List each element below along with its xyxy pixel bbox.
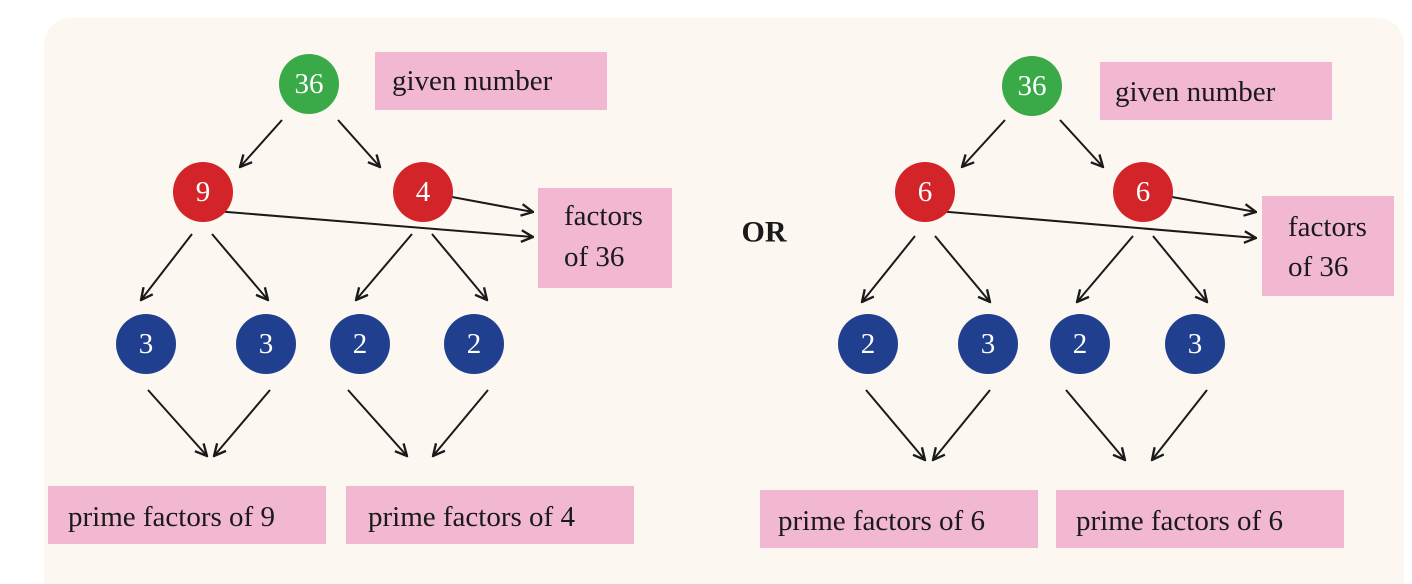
svg-text:4: 4 [416,176,431,208]
arrow [214,389,271,456]
arrow [356,233,413,300]
svg-text:3: 3 [139,328,154,360]
factor-node: 6 [895,162,955,222]
arrow [1065,389,1125,460]
svg-text:36: 36 [1018,70,1047,102]
svg-text:3: 3 [1188,328,1203,360]
svg-text:2: 2 [353,328,368,360]
arrow [240,119,283,167]
arrow [862,235,916,302]
arrow [865,389,925,460]
arrow [141,233,193,300]
prime-node: 2 [444,314,504,374]
prime-node: 3 [1165,314,1225,374]
svg-text:factors: factors [564,200,643,232]
svg-text:3: 3 [981,328,996,360]
svg-text:prime factors of 9: prime factors of 9 [68,501,275,533]
given-number-tag: given number [1100,62,1332,120]
root-node: 36 [279,54,339,114]
arrow [337,119,380,167]
factor-node: 4 [393,162,453,222]
svg-text:prime factors of 6: prime factors of 6 [1076,505,1283,537]
svg-text:given number: given number [1115,76,1276,108]
prime-factors-tag: prime factors of 6 [760,490,1038,548]
svg-text:6: 6 [1136,176,1151,208]
arrow [214,210,533,237]
factor-node: 6 [1113,162,1173,222]
arrow [211,233,268,300]
prime-node: 2 [838,314,898,374]
factors-tag: factors of 36 [538,188,672,288]
or-connector: OR [742,216,787,249]
svg-text:36: 36 [295,68,324,100]
factor-node: 9 [173,162,233,222]
svg-text:of 36: of 36 [1288,251,1348,283]
arrow [936,210,1256,238]
prime-factors-tag: prime factors of 6 [1056,490,1344,548]
prime-factors-tag: prime factors of 9 [48,486,326,544]
prime-factors-tag: prime factors of 4 [346,486,634,544]
svg-text:2: 2 [861,328,876,360]
svg-text:6: 6 [918,176,933,208]
arrow [934,235,990,302]
prime-node: 2 [1050,314,1110,374]
arrow [451,196,533,212]
arrow [1059,119,1103,167]
svg-text:3: 3 [259,328,274,360]
svg-text:prime factors of 4: prime factors of 4 [368,501,575,533]
svg-text:2: 2 [1073,328,1088,360]
given-number-tag: given number [375,52,607,110]
svg-text:prime factors of 6: prime factors of 6 [778,505,985,537]
root-node: 36 [1002,56,1062,116]
tree-right: given number factors of 36 prime factors… [760,56,1394,548]
arrow [1152,235,1207,302]
svg-text:9: 9 [196,176,211,208]
prime-node: 3 [958,314,1018,374]
arrow [433,389,489,456]
tree-left: given number factors of 36 prime factors… [48,52,672,544]
arrow [347,389,407,456]
svg-text:of 36: of 36 [564,241,624,273]
arrow [933,389,991,460]
arrow [962,119,1006,167]
prime-node: 2 [330,314,390,374]
prime-node: 3 [116,314,176,374]
prime-node: 3 [236,314,296,374]
arrow [1171,196,1256,212]
svg-text:2: 2 [467,328,482,360]
arrow [1152,389,1208,460]
svg-text:factors: factors [1288,211,1367,243]
arrow [431,233,487,300]
svg-text:given number: given number [392,65,553,97]
arrow [1077,235,1134,302]
factors-tag: factors of 36 [1262,196,1394,296]
arrow [147,389,207,456]
